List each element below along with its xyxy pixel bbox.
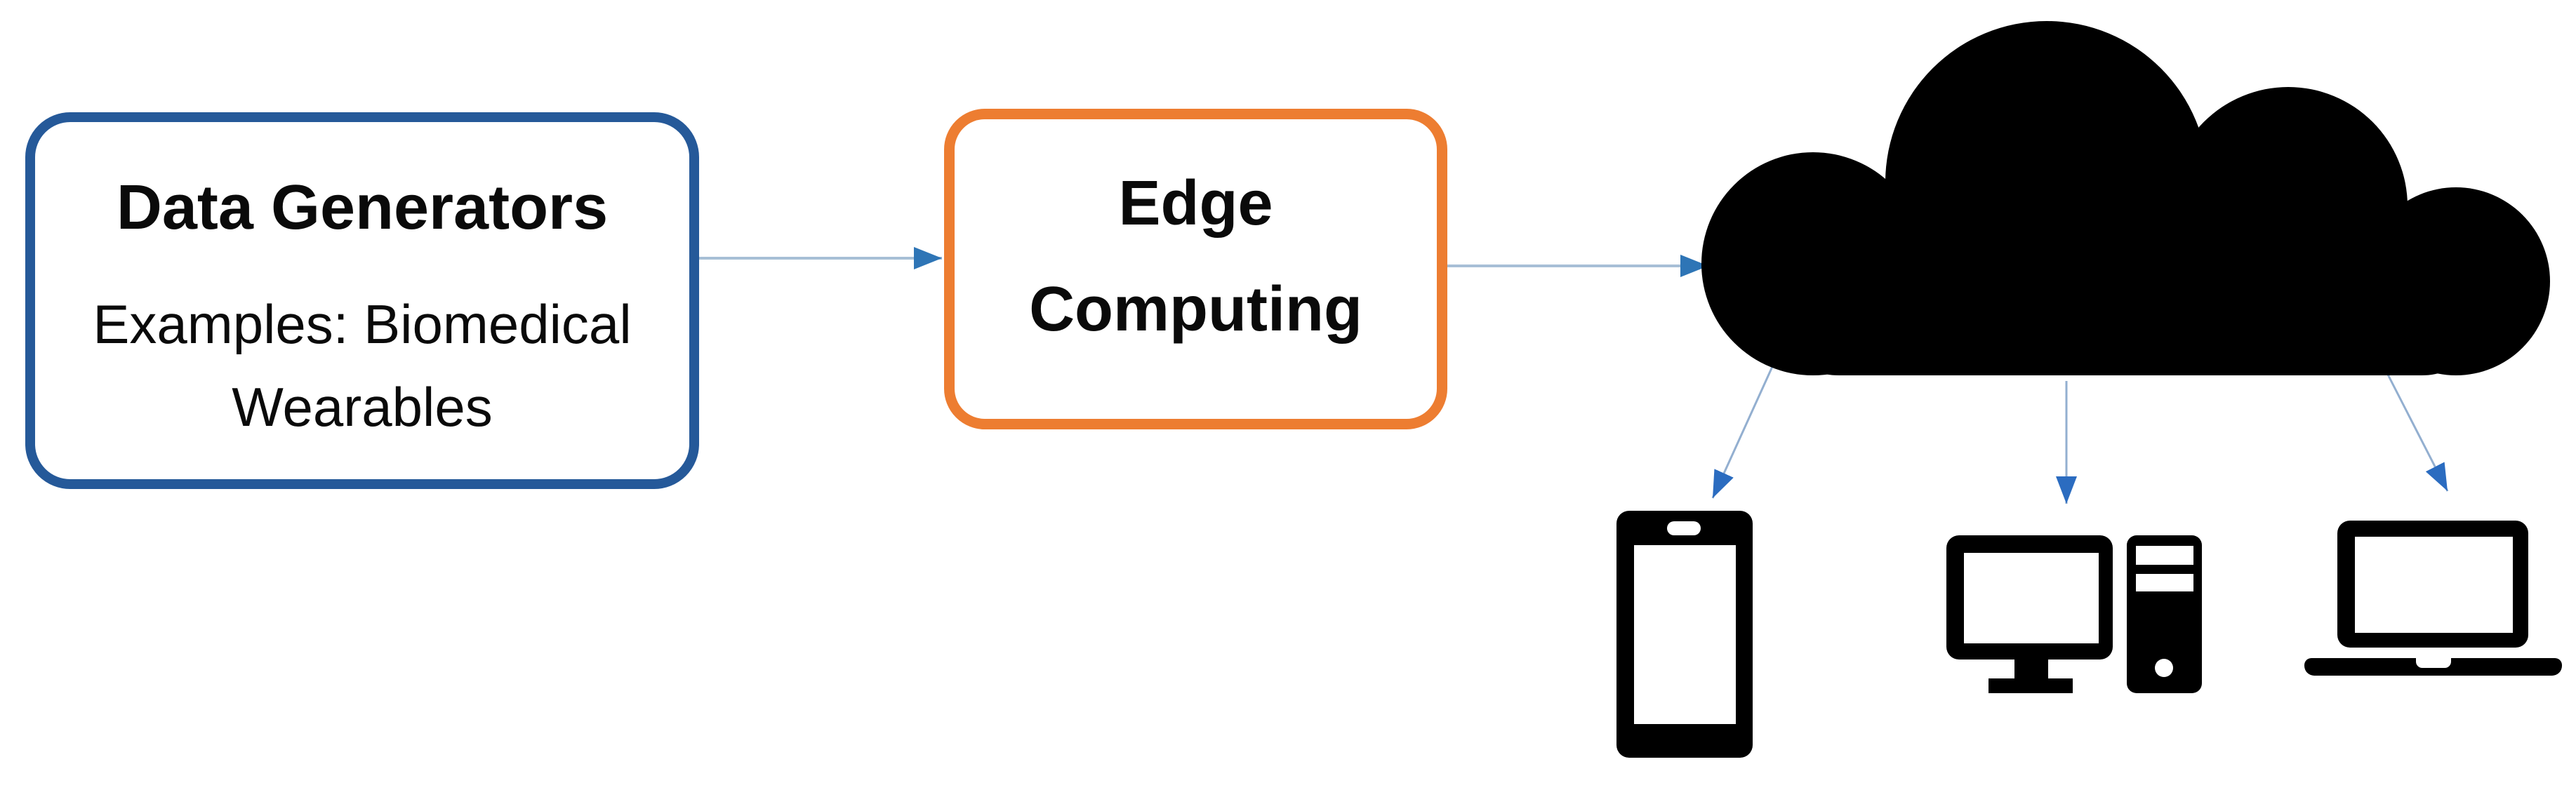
laptop-screen xyxy=(2355,537,2513,633)
edge-computing-title-line1: Edge xyxy=(1118,168,1273,239)
laptop-icon xyxy=(2304,521,2562,676)
data-generators-title: Data Generators xyxy=(116,173,609,243)
connector-arrow-cloud-to-laptop xyxy=(2385,371,2449,492)
edge-computing-node: Edge Computing xyxy=(944,109,1447,429)
desktop-tower-slot-1 xyxy=(2136,546,2193,565)
data-generators-node: Data Generators Examples: Biomedical Wea… xyxy=(25,112,699,489)
edge-computing-title-line2: Computing xyxy=(1029,274,1362,344)
desktop-tower-power-button xyxy=(2155,659,2173,677)
cloud-icon xyxy=(1701,21,2550,375)
smartphone-speaker xyxy=(1667,521,1701,535)
desktop-monitor-screen xyxy=(1964,553,2099,643)
desktop-computer-icon xyxy=(1946,535,2202,693)
data-generators-examples-line2: Wearables xyxy=(232,376,493,438)
desktop-tower-slot-2 xyxy=(2136,574,2193,591)
smartphone-screen xyxy=(1634,545,1736,724)
cloud-shape xyxy=(1701,21,2550,375)
data-generators-examples-line1: Examples: Biomedical xyxy=(93,293,632,355)
smartphone-icon xyxy=(1616,511,1753,758)
